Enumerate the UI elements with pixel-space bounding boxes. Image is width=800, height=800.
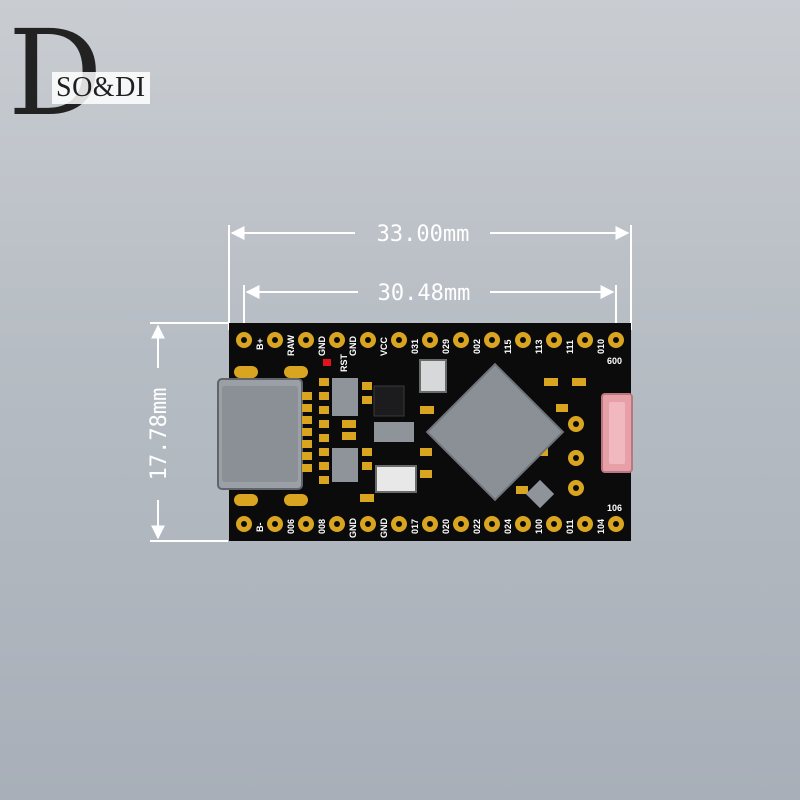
bottom-pin-label: 008 [317, 519, 327, 534]
regulator-chip-2 [332, 448, 358, 482]
dimension-pin-row: 30.48mm [243, 281, 617, 330]
usb-pad [302, 464, 312, 472]
mount-pad-top-left [234, 366, 258, 378]
pin-row-length-label: 30.48mm [378, 281, 471, 306]
bottom-pin-label: GND [348, 518, 358, 539]
bottom-pin-label: 024 [503, 519, 513, 534]
mcu-chip [425, 362, 565, 502]
usb-pad [302, 452, 312, 460]
bottom-pin-label: 011 [565, 519, 575, 534]
transistor-chip [373, 385, 405, 417]
usb-pad [302, 416, 312, 424]
oscillator [419, 359, 447, 393]
reset-button [375, 465, 417, 493]
dimension-board-width: 17.78mm [147, 322, 228, 542]
top-pin-row: B+ RAW GND GND VCC 031 029 002 115 113 1… [236, 332, 624, 372]
bottom-pin-label: 100 [534, 519, 544, 534]
logo-brand-text: SO&DI [52, 72, 150, 104]
board-length-label: 33.00mm [377, 222, 470, 247]
top-pin-label: GND [348, 336, 358, 357]
small-ic [525, 479, 555, 509]
top-pin-label: 115 [503, 339, 513, 354]
top-pin-label-rst: RST [339, 353, 349, 372]
top-pin-label: VCC [379, 336, 389, 356]
dimension-board-length: 33.00mm [228, 222, 632, 330]
bottom-pin-label: GND [379, 518, 389, 539]
bottom-pin-label: 020 [441, 519, 451, 534]
top-pin-label: GND [317, 336, 327, 357]
status-led [323, 359, 331, 366]
passive-components [319, 378, 586, 502]
bottom-pin-label: 104 [596, 519, 606, 534]
mount-pad-top-right [284, 366, 308, 378]
top-pin-label: 002 [472, 339, 482, 354]
board-width-label: 17.78mm [147, 388, 172, 481]
top-pin-label: 111 [565, 340, 575, 354]
mount-pad-bottom-left [234, 494, 258, 506]
usb-pad [302, 428, 312, 436]
top-pin-label: 031 [410, 339, 420, 354]
usb-pad [302, 404, 312, 412]
brand-logo: D SO&DI [8, 14, 158, 132]
top-pin-label: RAW [286, 334, 296, 356]
bottom-pin-label: B- [255, 523, 265, 533]
regulator-chip [332, 378, 358, 416]
right-label-top: 600 [607, 356, 622, 366]
bottom-pin-row: B- 006 008 GND GND 017 020 022 024 100 0… [236, 516, 624, 538]
top-pin-label: 029 [441, 339, 451, 354]
bottom-pin-label: 017 [410, 519, 420, 534]
usb-pad [302, 392, 312, 400]
mount-pad-bottom-right [284, 494, 308, 506]
top-pin-label: 010 [596, 339, 606, 354]
bottom-pin-label: 006 [286, 519, 296, 534]
usb-pad [302, 440, 312, 448]
top-pin-label: B+ [255, 338, 265, 350]
right-label-bottom: 106 [607, 503, 622, 513]
crystal [374, 422, 414, 442]
battery-connector-inner [609, 402, 625, 464]
top-pin-label: 113 [534, 339, 544, 354]
bottom-pin-label: 022 [472, 519, 482, 534]
pcb-board: 600 106 B+ RAW GND GND [217, 323, 633, 541]
usb-c-shell [222, 386, 298, 482]
